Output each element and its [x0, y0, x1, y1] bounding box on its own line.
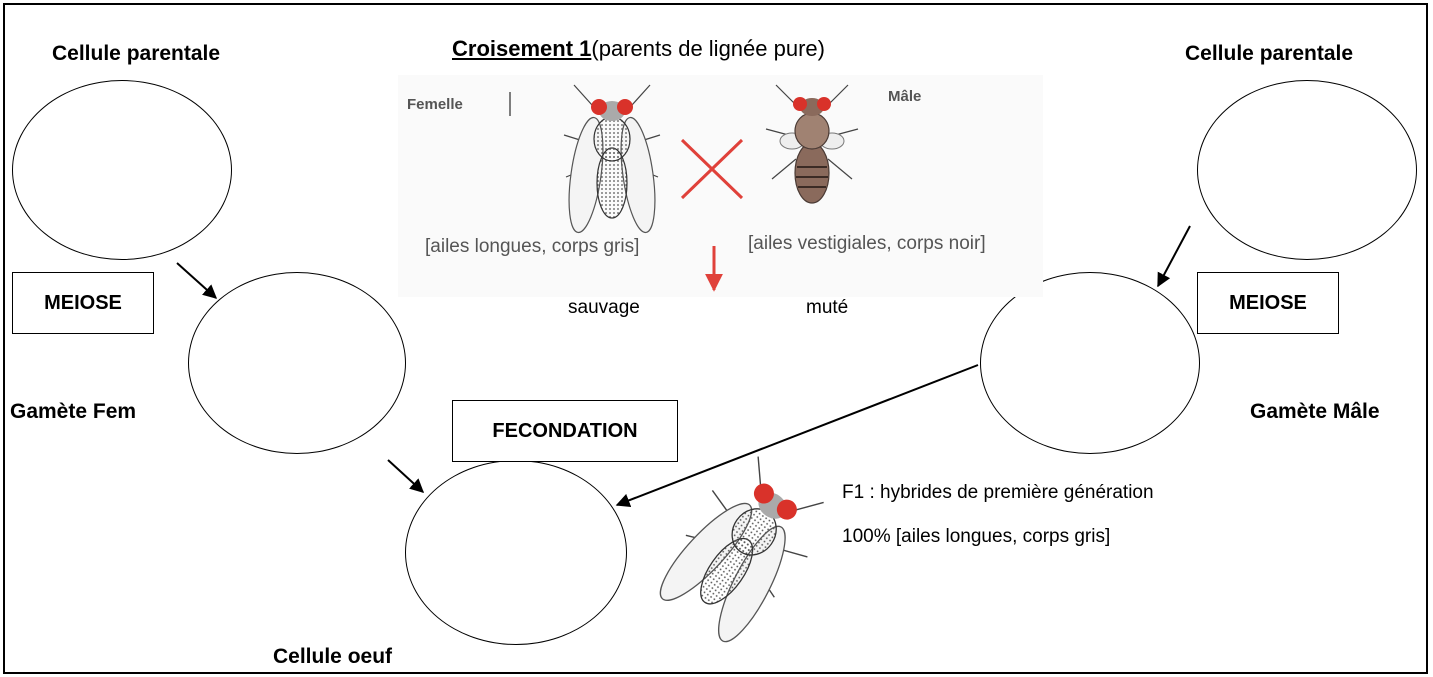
- fly-f1-icon: [644, 446, 839, 655]
- arrow-female-gamete-to-egg: [388, 460, 423, 492]
- cross-icon: [682, 140, 742, 198]
- fly-mutant-icon: [766, 85, 858, 203]
- fly-wild-icon: [563, 85, 661, 235]
- arrow-male-gamete-to-egg: [617, 365, 978, 505]
- arrow-parent-to-male-gamete: [1158, 226, 1190, 286]
- arrow-parent-to-female-gamete: [177, 263, 216, 298]
